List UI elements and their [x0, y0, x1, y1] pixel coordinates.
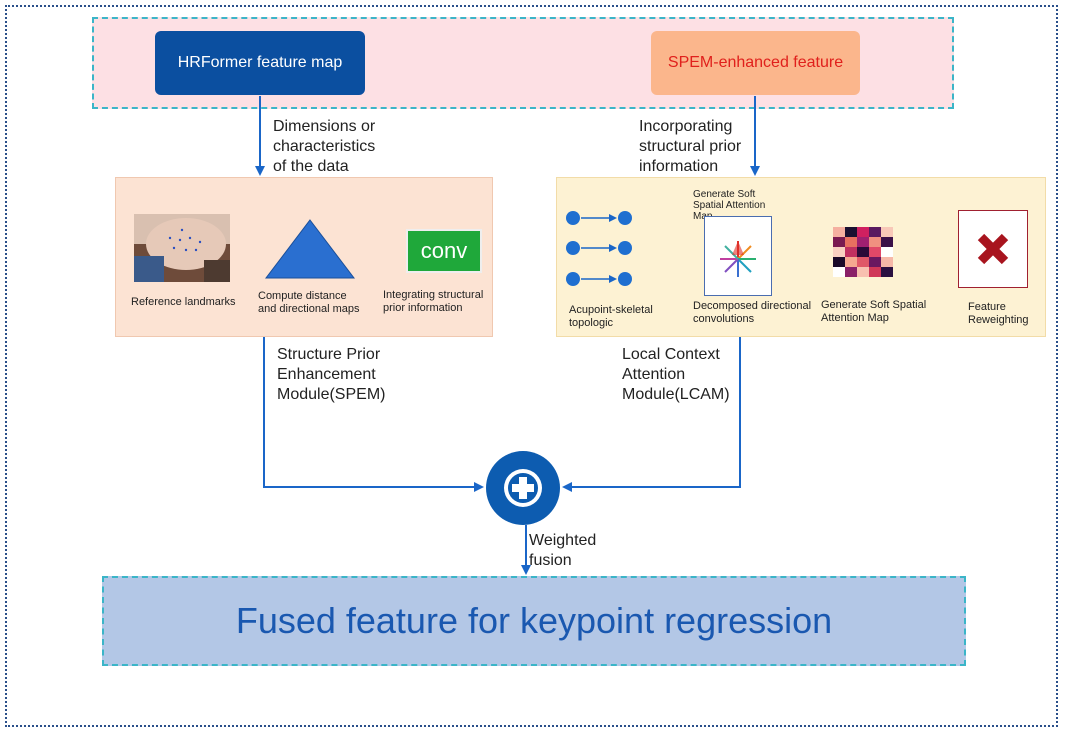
reweighting-box [958, 210, 1028, 288]
hrformer-feature-map-box: HRFormer feature map [155, 31, 365, 95]
distance-maps-label: Compute distance and directional maps [258, 290, 360, 315]
integrating-label: Integrating structural prior information [383, 289, 484, 314]
spem-enhanced-feature-box: SPEM-enhanced feature [651, 31, 860, 95]
spem-enhanced-label: SPEM-enhanced feature [667, 54, 844, 71]
topologic-label: Acupoint-skeletal topologic [569, 304, 653, 329]
soft-attention-label: Generate Soft Spatial Attention Map [821, 299, 927, 324]
hrformer-label: HRFormer feature map [177, 54, 343, 71]
conv-block: conv [406, 229, 482, 273]
attention-heatmap-icon [833, 227, 893, 277]
reference-landmarks-label: Reference landmarks [131, 296, 236, 308]
arrow-spem-to-fusion [263, 337, 484, 492]
decomposed-label: Decomposed directional convolutions [693, 300, 812, 325]
cross-icon [977, 233, 1009, 265]
reweighting-label: Feature Reweighting [968, 301, 1029, 326]
weighted-fusion-note: Weighted fusion [529, 532, 597, 569]
left-arrow-note: Dimensions or characteristics of the dat… [273, 118, 376, 175]
spem-module-name: Structure Prior Enhancement Module(SPEM) [277, 346, 386, 403]
arrow-lcam-to-fusion [562, 337, 741, 492]
soft-attention-top-label: Generate Soft Spatial Attention Map [693, 189, 766, 222]
topology-graph-icon [566, 211, 632, 286]
back-photo-image [134, 214, 230, 282]
lcam-module-name: Local Context Attention Module(LCAM) [622, 346, 730, 403]
triangle-icon [264, 219, 356, 279]
directional-star-icon [720, 241, 756, 277]
directional-conv-box [704, 216, 772, 296]
fused-feature-box: Fused feature for keypoint regression [102, 576, 966, 666]
right-arrow-note: Incorporating structural prior informati… [639, 118, 742, 175]
plus-circle-icon [504, 469, 542, 507]
fused-feature-label: Fused feature for keypoint regression [235, 600, 833, 641]
fusion-node [486, 451, 560, 525]
diagram-frame [5, 5, 1058, 727]
conv-text: conv [420, 238, 468, 263]
